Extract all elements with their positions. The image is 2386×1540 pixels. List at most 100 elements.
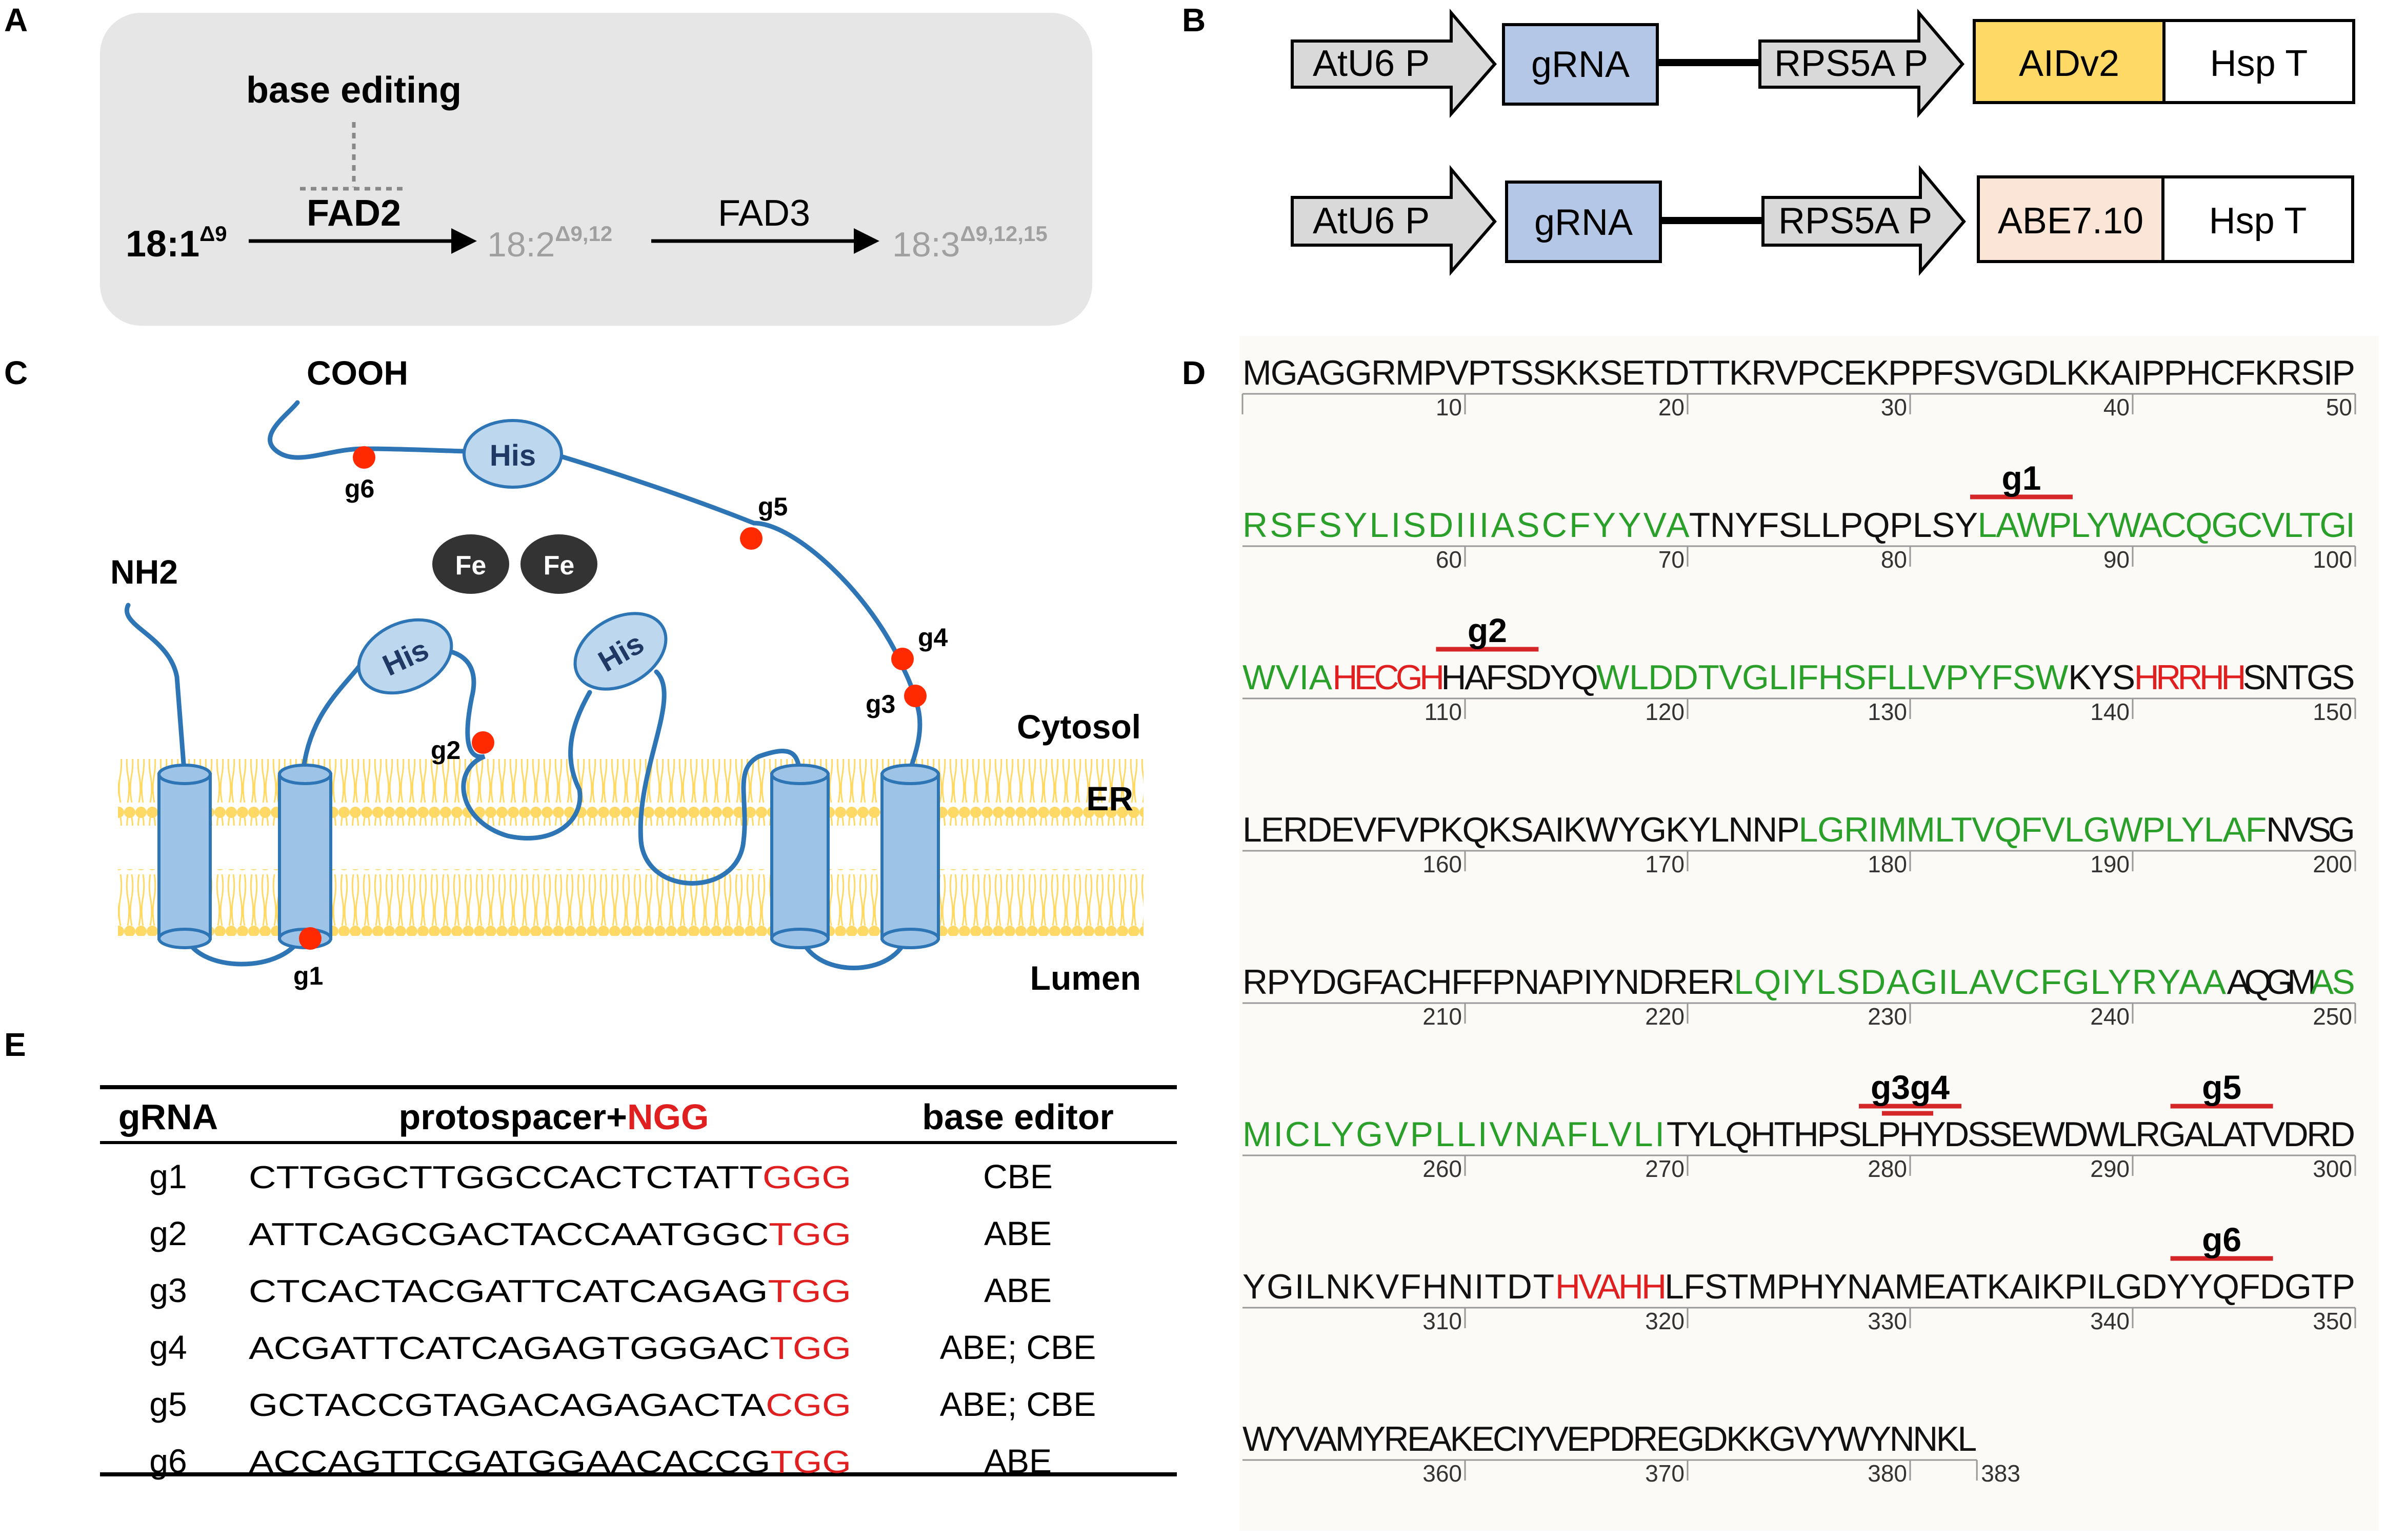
- ruler-tick-label: 320: [1645, 1308, 1685, 1334]
- site-g5-dot: [740, 527, 763, 550]
- fad2-label: FAD2: [307, 193, 401, 234]
- ruler-tick-label: 340: [2090, 1308, 2130, 1334]
- grna-label: gRNA: [1534, 202, 1633, 243]
- editor-cell: ABE: [984, 1271, 1052, 1309]
- sequence-segment: LERDEVFVPKQKSAIKWYGKYLNNP: [1242, 810, 1800, 849]
- ruler-tick-label: 90: [2103, 546, 2130, 573]
- ruler-tick-label: 160: [1422, 851, 1462, 877]
- ruler-tick-label: 220: [1645, 1003, 1685, 1030]
- ruler-tick-label: 100: [2313, 546, 2352, 573]
- sequence-segment: RPYDGFACHFFPNAPIYNDRER: [1242, 963, 1735, 1002]
- grna-box: [1505, 181, 1662, 263]
- ruler-tick-label: 50: [2326, 394, 2352, 421]
- ruler-tick-label: 140: [2090, 698, 2130, 725]
- sequence-text: WVIAHECGHHAFSDYQWLDDTVGLIFHSFLLVPYFSWKYS…: [1242, 658, 2355, 697]
- sequence-segment: LGRIMMLTVQFVLGWPLYLAF: [1798, 810, 2267, 849]
- svg-text:His: His: [490, 439, 536, 472]
- sequence-segment: MGAGGRMPVPTSSKKSETDTTKRVPCEKPPFSVGDLKKAI…: [1242, 353, 2355, 392]
- site-g4-label: g4: [918, 623, 948, 652]
- grna-label: gRNA: [1531, 44, 1630, 85]
- grna-cell: g4: [149, 1328, 187, 1366]
- ruler-tick-label: 30: [1881, 394, 1907, 421]
- panel-letter-e: E: [4, 1026, 26, 1063]
- construct-abe: AtU6 P gRNA RPS5A P ABE7.10 Hsp T: [1291, 165, 2354, 276]
- grna-site-label: g1: [2001, 459, 2041, 497]
- sequence-segment: KYS: [2068, 658, 2135, 697]
- ruler-tick-label: 383: [1981, 1460, 2020, 1487]
- grna-site-label: g3g4: [1871, 1068, 1950, 1106]
- aidv2-box: [1973, 19, 2166, 104]
- ruler-tick-label: 330: [1868, 1308, 1907, 1334]
- ruler-tick-label: 370: [1645, 1460, 1685, 1487]
- panel-letter-c: C: [4, 354, 28, 391]
- sequence-segment: LAWPLYWACQGCVLTGI: [1977, 506, 2355, 545]
- sequence-segment: NVSG: [2266, 810, 2355, 849]
- ruler-tick-label: 290: [2090, 1155, 2130, 1182]
- fe-ion-1: Fe: [432, 534, 509, 594]
- sequence-segment: WYVAMYREAKECIYVEPDREGDKKGVYWYNNKL: [1242, 1419, 1977, 1458]
- sequence-segment: WVIA: [1242, 658, 1333, 697]
- ruler-tick-label: 360: [1422, 1460, 1462, 1487]
- atu6-promoter-arrow: [1291, 8, 1497, 118]
- sequence-row: RPYDGFACHFFPNAPIYNDRERLQIYLSDAGILAVCFGLY…: [1242, 963, 2356, 1030]
- ruler-tick-label: 80: [1881, 546, 1907, 573]
- grna-box: [1502, 23, 1659, 106]
- sequence-segment: RSFSYLISDIIIASCFYYVA: [1242, 506, 1690, 545]
- cooh-terminus-label: COOH: [307, 354, 408, 392]
- atu6-label: AtU6 P: [1313, 201, 1430, 242]
- panel-a-background: [100, 13, 1092, 326]
- rps5a-label: RPS5A P: [1774, 43, 1928, 84]
- ruler-tick-label: 240: [2090, 1003, 2130, 1030]
- editor-cell: ABE; CBE: [940, 1328, 1096, 1366]
- membrane-lower-leaflet: [118, 869, 1144, 936]
- atu6-promoter-arrow: [1291, 165, 1497, 276]
- ruler-tick-label: 20: [1658, 394, 1685, 421]
- sequence-row: YGILNKVFHNITDTHVAHHLFSTMPHYNAMEATKAIKPIL…: [1242, 1221, 2356, 1334]
- site-g6-label: g6: [345, 474, 374, 503]
- ruler-tick-label: 210: [1422, 1003, 1462, 1030]
- panel-c-topology: His His His Fe Fe g1 g2 g3 g4 g5 g6 COOH…: [110, 354, 1144, 997]
- product-18-2: 18:2Δ9,12: [487, 222, 612, 264]
- sequence-segment: WLDDTVGLIFHSFLLVPYFSW: [1596, 658, 2068, 697]
- ruler-tick-label: 260: [1422, 1155, 1462, 1182]
- hsp-terminator-label: Hsp T: [2209, 201, 2307, 242]
- aidv2-label: AIDv2: [2019, 43, 2119, 84]
- sequence-segment: MICLYGVPLLIVNAFLVLI: [1242, 1115, 1665, 1154]
- panel-letter-b: B: [1182, 2, 1206, 38]
- ruler-tick-label: 120: [1645, 698, 1685, 725]
- hsp-terminator-label: Hsp T: [2210, 43, 2308, 84]
- sequence-text: WYVAMYREAKECIYVEPDREGDKKGVYWYNNKL: [1242, 1419, 1977, 1458]
- editor-cell: ABE: [984, 1442, 1052, 1480]
- ruler-tick-label: 350: [2313, 1308, 2352, 1334]
- abe710-label: ABE7.10: [1998, 201, 2143, 242]
- ruler-tick-label: 110: [1425, 698, 1462, 725]
- ruler-tick-label: 150: [2313, 698, 2352, 725]
- ruler-tick-label: 70: [1658, 546, 1685, 573]
- sequence-segment: HRRHH: [2134, 658, 2247, 697]
- sequence-row: RSFSYLISDIIIASCFYYVATNYFSLLPQPLSYLAWPLYW…: [1242, 459, 2356, 573]
- grna-site-label: g5: [2202, 1068, 2241, 1106]
- site-g2-label: g2: [431, 736, 460, 765]
- site-g3-label: g3: [866, 690, 895, 718]
- panel-letter-a: A: [4, 2, 28, 38]
- ruler-tick-label: 300: [2313, 1155, 2352, 1182]
- sequence-text: RSFSYLISDIIIASCFYYVATNYFSLLPQPLSYLAWPLYW…: [1242, 506, 2355, 545]
- ruler-tick-label: 40: [2103, 394, 2130, 421]
- sequence-segment: LFSTMPHYNAMEATKAIKPILGDYYQFDGTP: [1665, 1267, 2355, 1306]
- sequence-segment: YGILNKVFHNITDT: [1242, 1267, 1554, 1306]
- grna-cell: g2: [149, 1214, 187, 1252]
- ruler-tick-label: 170: [1645, 851, 1685, 877]
- rps5a-promoter-arrow: [1758, 8, 1964, 118]
- sequence-segment: HVAHH: [1555, 1267, 1667, 1306]
- panel-d-sequence: MGAGGRMPVPTSSKKSETDTTKRVPCEKPPFSVGDLKKAI…: [1226, 336, 2378, 1531]
- header-grna: gRNA: [118, 1097, 218, 1137]
- sequence-row: MICLYGVPLLIVNAFLVLITYLQHTHPSLPHYDSSEWDWL…: [1242, 1068, 2356, 1182]
- ruler-tick-label: 60: [1436, 546, 1462, 573]
- tm-helix-1: [157, 764, 212, 949]
- base-editing-label: base editing: [246, 70, 462, 111]
